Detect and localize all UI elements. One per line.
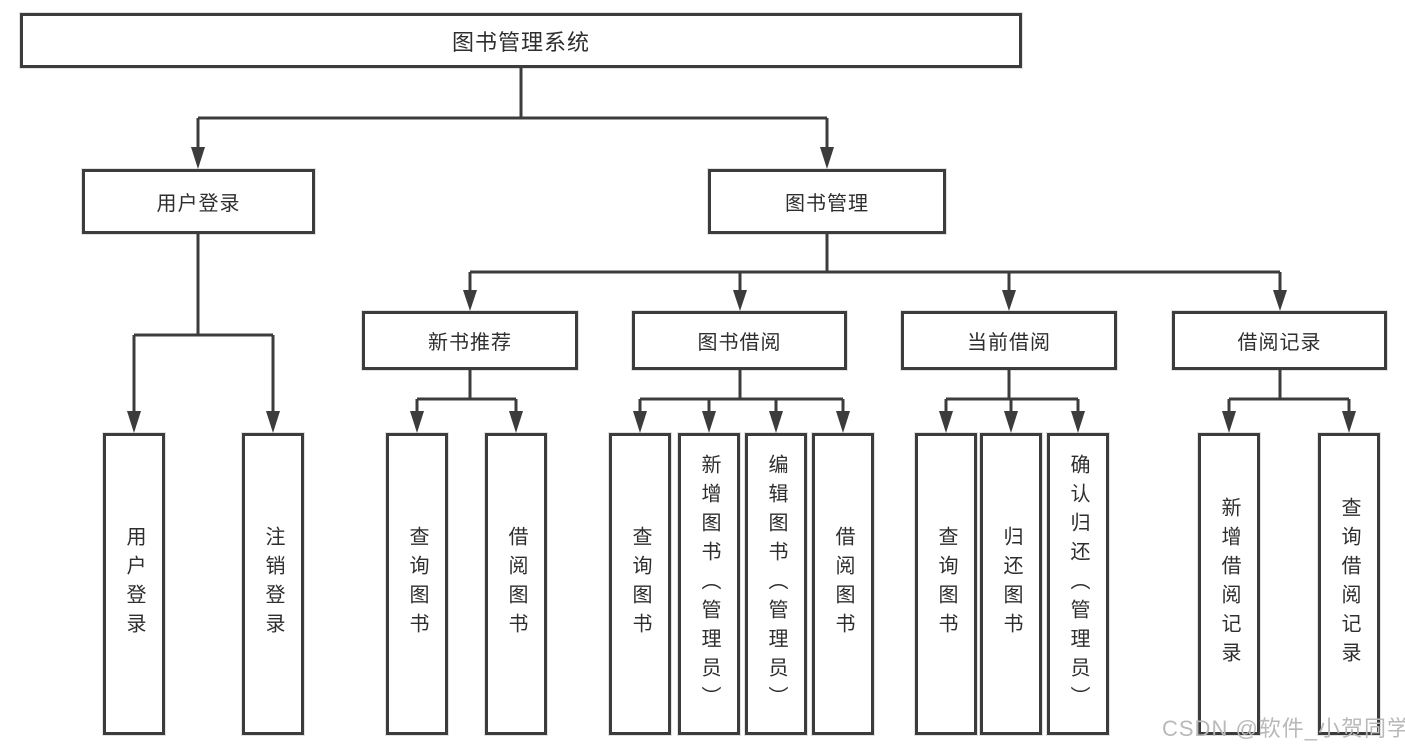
node-new-book-recommendation: 新书推荐	[362, 311, 578, 370]
node-borrowing-records: 借阅记录	[1172, 311, 1387, 370]
node-book-management: 图书管理	[708, 169, 946, 234]
leaf-query-book-current: 查询图书	[915, 433, 977, 735]
node-library-management-system: 图书管理系统	[20, 13, 1022, 68]
leaf-logout: 注销登录	[242, 433, 304, 735]
leaf-edit-book-admin: 编辑图书（管理员）	[745, 433, 807, 735]
leaf-borrow-book-borrow: 借阅图书	[812, 433, 874, 735]
node-book-borrowing: 图书借阅	[632, 311, 847, 370]
node-user-login: 用户登录	[82, 169, 315, 234]
leaf-query-book-newbook: 查询图书	[386, 433, 448, 735]
leaf-query-borrow-record: 查询借阅记录	[1318, 433, 1380, 735]
leaf-return-book: 归还图书	[980, 433, 1042, 735]
csdn-watermark: CSDN @软件_小贺同学	[1162, 716, 1405, 741]
leaf-add-book-admin: 新增图书（管理员）	[678, 433, 740, 735]
arrowheads	[127, 147, 1356, 433]
leaf-confirm-return-admin: 确认归还（管理员）	[1047, 433, 1109, 735]
leaf-user-login: 用户登录	[103, 433, 165, 735]
leaf-add-borrow-record: 新增借阅记录	[1198, 433, 1260, 735]
leaf-borrow-book-newbook: 借阅图书	[485, 433, 547, 735]
leaf-query-book-borrow: 查询图书	[609, 433, 671, 735]
node-current-borrowing: 当前借阅	[901, 311, 1117, 370]
